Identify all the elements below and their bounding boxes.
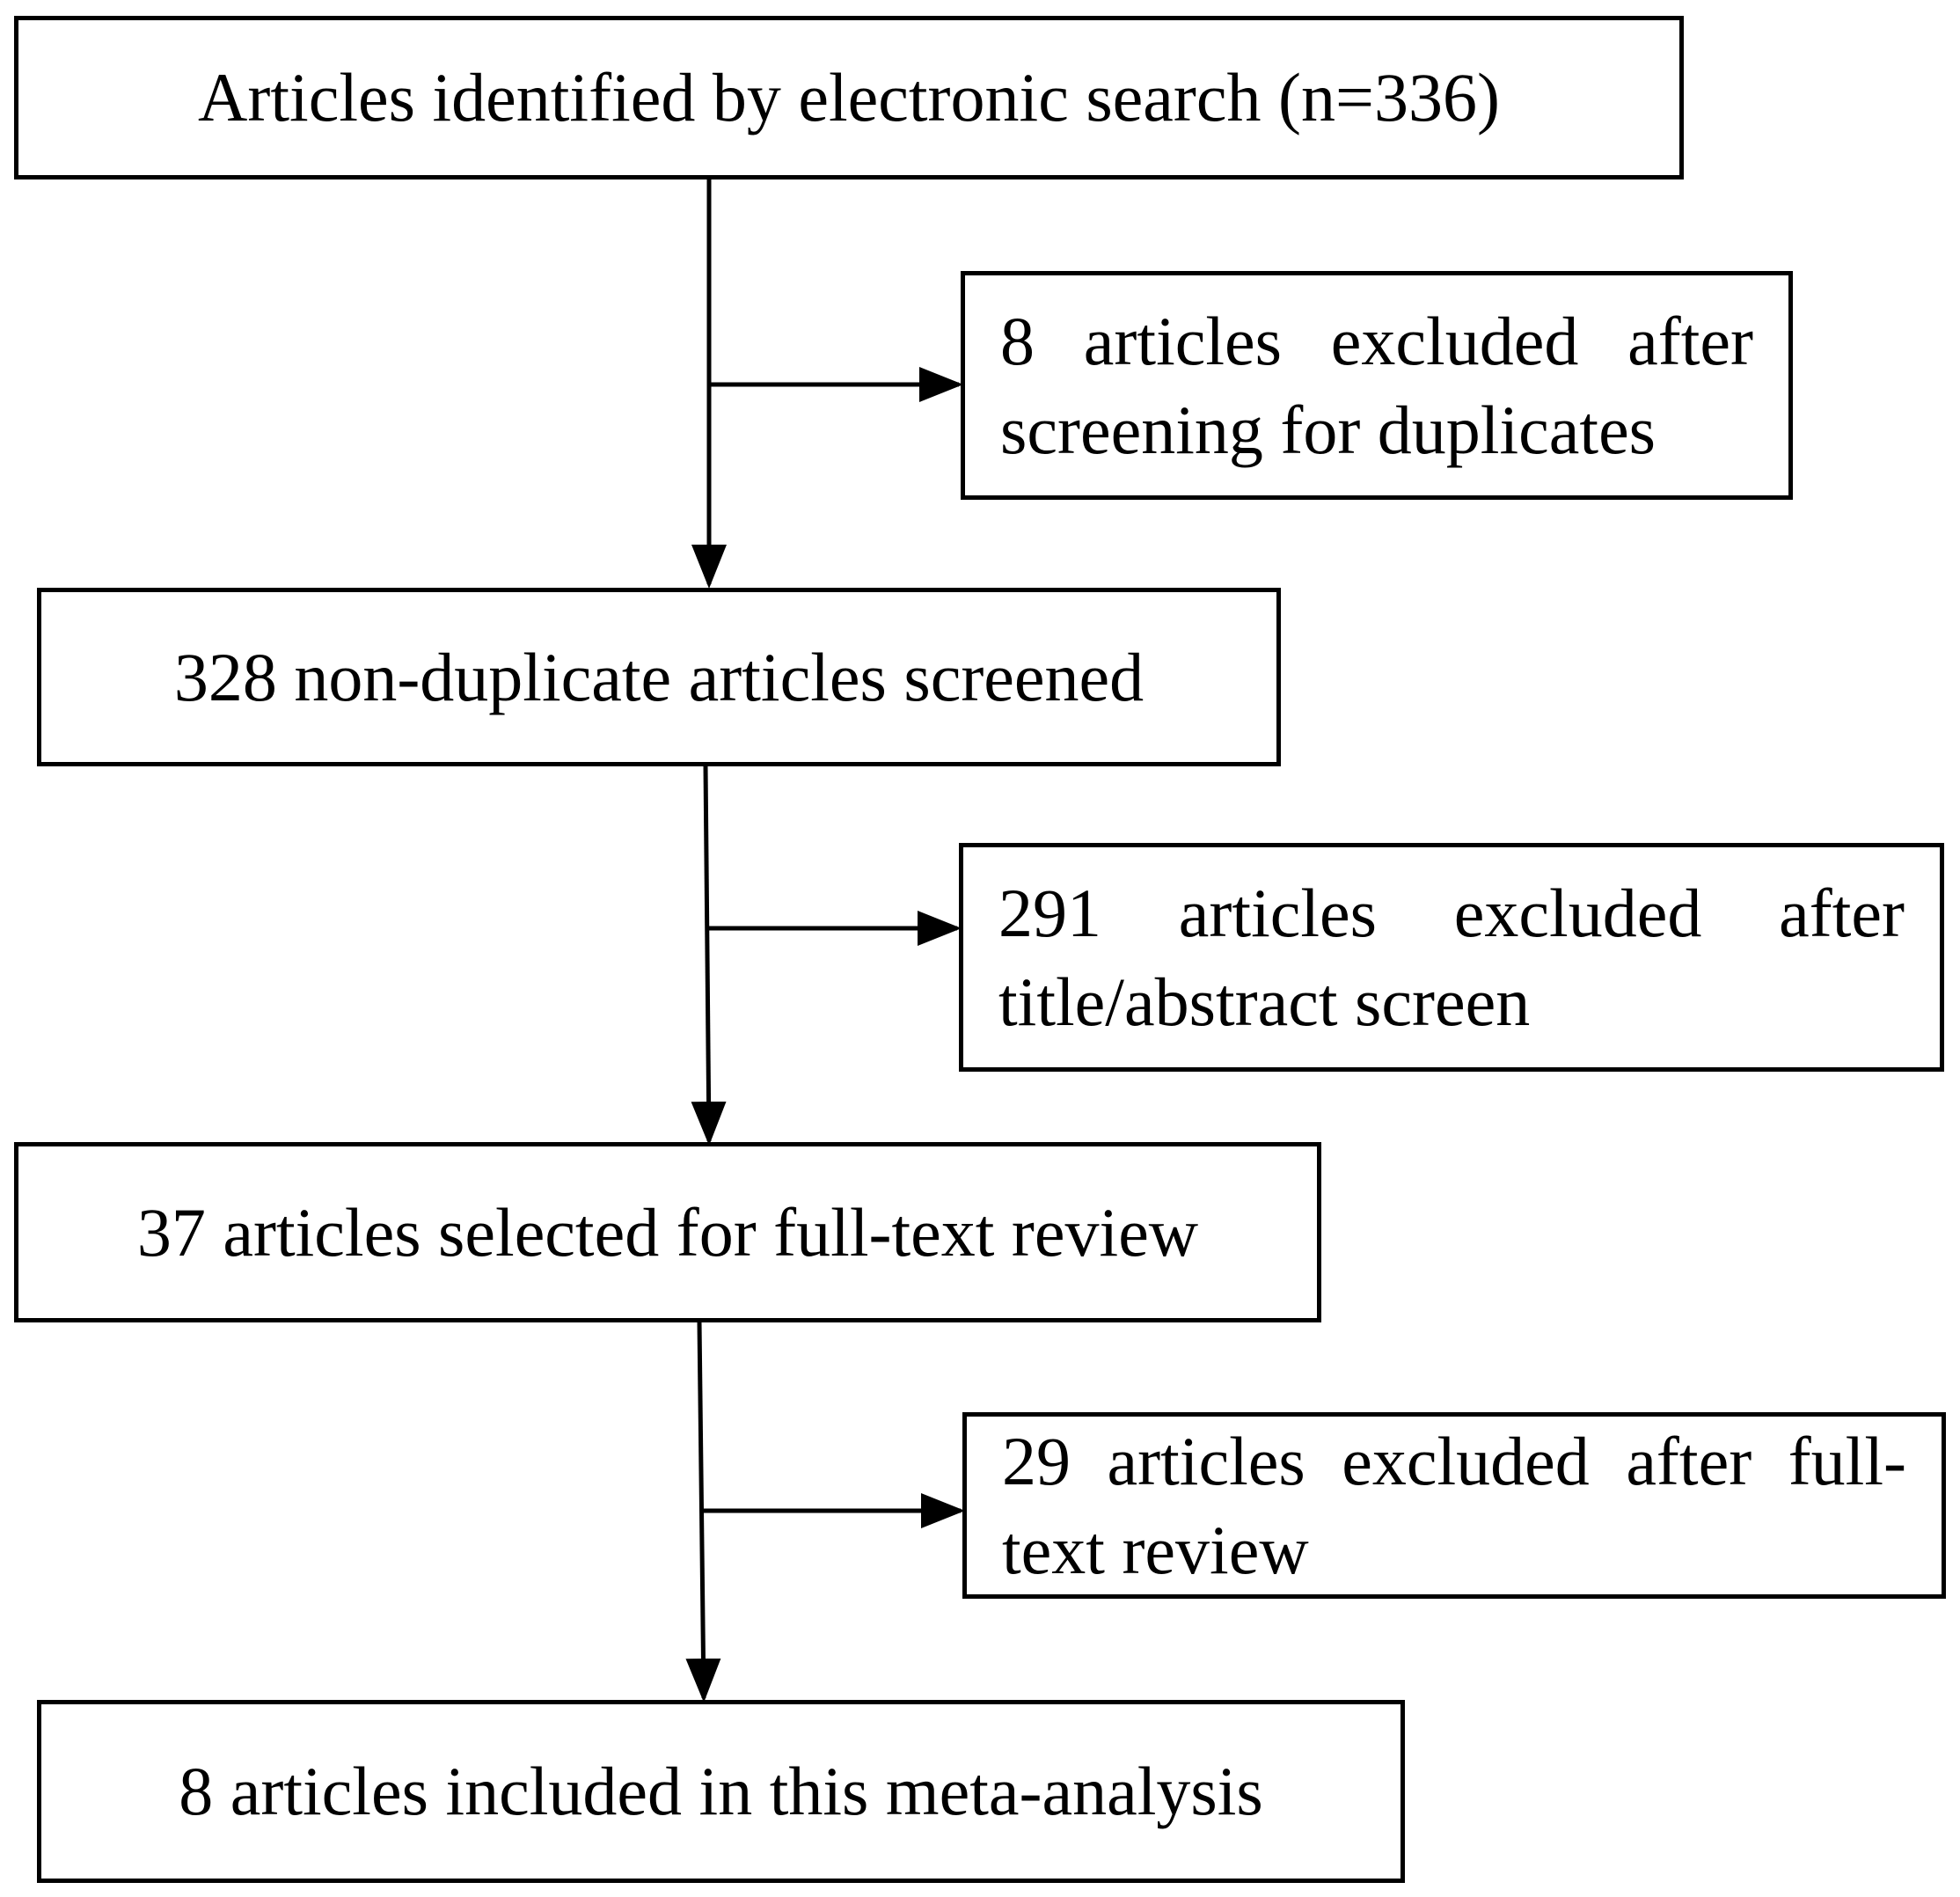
- step-text-included: 8 articles included in this meta-analysi…: [179, 1753, 1263, 1830]
- step-text-identified: Articles identified by electronic search…: [198, 59, 1500, 136]
- step-box-included: 8 articles included in this meta-analysi…: [37, 1700, 1405, 1883]
- step-box-fulltext: 37 articles selected for full-text revie…: [14, 1142, 1321, 1322]
- exclusion-box-duplicates: 8 articles excluded after screening for …: [961, 271, 1793, 500]
- step-box-identified: Articles identified by electronic search…: [14, 16, 1684, 179]
- exclusion-text-title-abstract: 291 articles excluded after title/abstra…: [998, 874, 1905, 1040]
- exclusion-text-duplicates: 8 articles excluded after screening for …: [1000, 302, 1753, 468]
- exclusion-text-full-text: 29 articles excluded after full-text rev…: [1002, 1422, 1906, 1588]
- step-box-screened: 328 non-duplicate articles screened: [37, 588, 1281, 766]
- arrow-fulltext-to-included: [685, 1321, 721, 1703]
- exclusion-box-title-abstract: 291 articles excluded after title/abstra…: [959, 843, 1944, 1072]
- step-text-fulltext: 37 articles selected for full-text revie…: [136, 1193, 1199, 1271]
- arrow-screened-to-fulltext: [691, 765, 727, 1146]
- step-text-screened: 328 non-duplicate articles screened: [173, 638, 1145, 715]
- exclusion-box-full-text: 29 articles excluded after full-text rev…: [962, 1412, 1946, 1599]
